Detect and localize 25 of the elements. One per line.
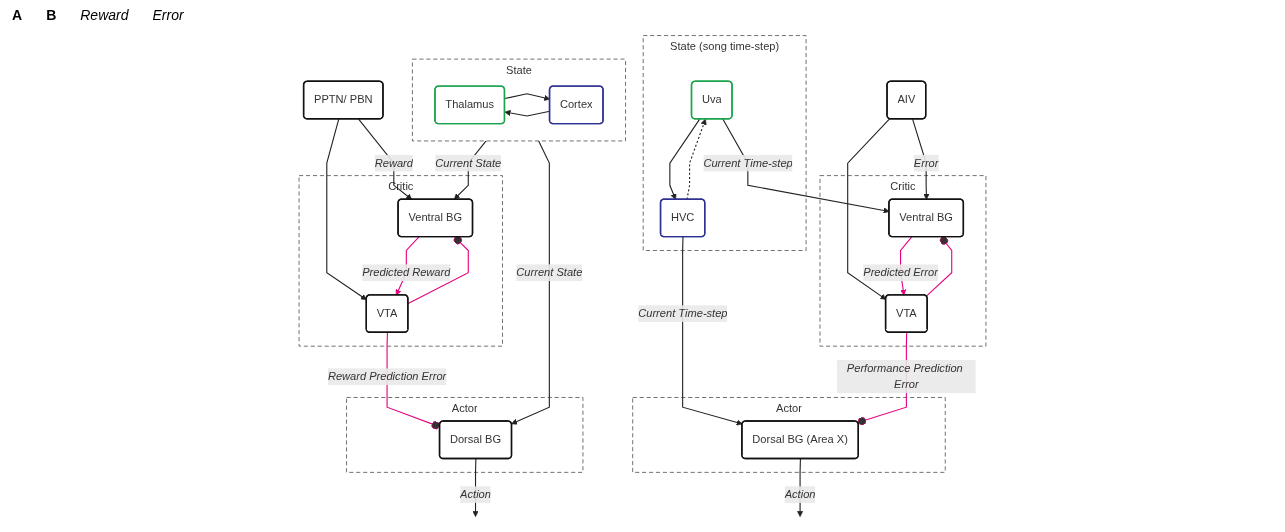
connector	[925, 236, 953, 297]
edge-label: Current Time-step	[638, 307, 728, 320]
panel-letter: B	[46, 7, 57, 23]
edge-label: Error	[913, 156, 939, 169]
arrow	[847, 118, 891, 300]
edge-label: Current State	[516, 266, 583, 279]
edge-label: Performance Prediction Error	[846, 362, 963, 391]
arrow	[669, 118, 701, 200]
note-label: Error	[152, 7, 184, 23]
connector	[386, 332, 441, 430]
edge-label: Action	[460, 488, 491, 501]
arrow	[358, 118, 413, 200]
edge-label: Predicted Error	[863, 266, 938, 279]
edge-label: Action	[784, 488, 816, 501]
edge-label: Reward Prediction Error	[327, 370, 447, 383]
arrow	[682, 236, 743, 426]
arrow	[511, 140, 550, 425]
panel-letter: A	[12, 7, 23, 23]
edge-label: Current State	[435, 156, 502, 169]
edge-label: Current Time-step	[703, 156, 793, 169]
edge-label: Predicted Reward	[362, 266, 451, 279]
edge-label: Reward	[374, 156, 413, 169]
arrow	[326, 118, 367, 301]
note-label: Reward	[80, 7, 129, 23]
connector	[407, 236, 469, 305]
